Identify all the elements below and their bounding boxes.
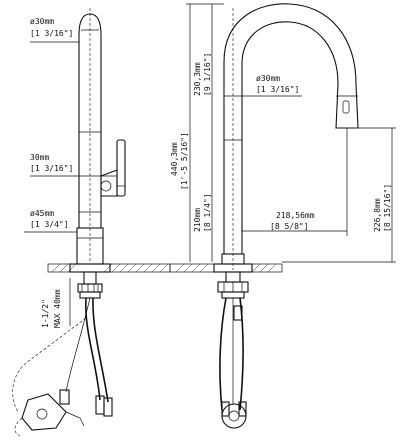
right-nut-2 — [221, 291, 245, 299]
spout-height-mm: 230,3mm — [193, 62, 202, 96]
total-height-mm: 440,3mm — [170, 142, 179, 176]
spray-head — [335, 83, 359, 129]
dim-spout-diameter: ø30mm [1 3/16"] — [224, 74, 302, 97]
right-weight-bolt — [228, 410, 240, 422]
left-handle-lever — [116, 139, 126, 197]
spray-button — [342, 100, 350, 114]
dim-clearance: 226,8mm [8 15/16"] — [282, 127, 396, 263]
left-dia-top-mm: ø30mm — [30, 17, 54, 26]
left-handle-mm: 30mm — [30, 153, 49, 162]
right-hose-end-1 — [221, 401, 230, 417]
left-hose-weight — [21, 393, 67, 431]
spout-height-in: [9 1/16"] — [203, 53, 212, 96]
spout-dia-in: [1 3/16"] — [256, 85, 299, 94]
dim-left-handle: 30mm [1 3/16"] — [30, 153, 117, 177]
right-hose-end-2 — [238, 401, 247, 417]
left-hose-tail — [65, 411, 85, 427]
left-mounting — [69, 263, 111, 299]
left-hose-3 — [65, 297, 91, 393]
left-dia-top-in: [1 3/16"] — [30, 29, 73, 38]
left-pulldown-loop — [12, 317, 87, 413]
dim-body-height: 210mm [8 1/4"] — [193, 140, 213, 262]
left-base-mm: ø45mm — [30, 209, 54, 218]
left-shank — [83, 271, 97, 285]
dim-left-top-diameter: ø30mm [1 3/16"] — [30, 17, 80, 46]
left-hose-1 — [84, 297, 101, 401]
left-nut-1 — [77, 283, 103, 293]
body-height-in: [8 1/4"] — [203, 193, 212, 232]
spout-dia-mm: ø30mm — [256, 74, 280, 83]
spout-inner — [241, 21, 339, 254]
left-deck-slab — [47, 263, 171, 273]
right-mounting — [213, 263, 253, 299]
left-handle-in: [1 3/16"] — [30, 164, 73, 173]
left-hole-in: 1-1/2" — [41, 299, 50, 328]
left-base-in: [1 3/4"] — [30, 220, 69, 229]
left-side-view: ø30mm [1 3/16"] 30mm [1 3/16"] ø45mm [1 … — [12, 8, 171, 437]
spout-outer — [223, 3, 357, 254]
right-shank — [225, 271, 241, 283]
left-deck — [47, 263, 171, 273]
right-deck — [169, 263, 283, 273]
right-hose-fitting — [233, 305, 243, 321]
left-body-outline — [78, 13, 102, 229]
dim-spout-height: 230,3mm [9 1/16"] — [193, 4, 213, 140]
right-hose-2 — [239, 297, 244, 411]
dim-left-base: ø45mm [1 3/4"] — [24, 209, 77, 233]
left-hose-fitting-2 — [103, 397, 113, 417]
left-weight-bolt — [36, 408, 48, 420]
reach-in: [8 5/8"] — [270, 222, 309, 231]
right-deck-slab — [169, 263, 283, 273]
reach-mm: 218,56mm — [276, 211, 315, 220]
dim-reach: 218,56mm [8 5/8"] — [242, 128, 348, 236]
dim-total-height: 440,3mm [1'-5 5/16"] — [170, 3, 224, 262]
left-handle — [100, 139, 126, 197]
left-hole-max: MAX 40mm — [53, 289, 62, 328]
right-hoses — [219, 297, 247, 429]
left-loop-end — [14, 417, 23, 437]
right-front-view: 440,3mm [1'-5 5/16"] 230,3mm [9 1/16"] 2… — [169, 3, 396, 429]
body-height-mm: 210mm — [193, 208, 202, 232]
left-deck-flange — [69, 263, 111, 273]
right-hose-1 — [219, 297, 227, 411]
clearance-in: [8 15/16"] — [383, 184, 392, 232]
total-height-in: [1'-5 5/16"] — [180, 132, 189, 190]
dim-left-hole: 1-1/2" MAX 40mm — [41, 278, 71, 328]
left-hoses — [12, 297, 113, 437]
left-handle-pivot — [100, 180, 112, 192]
left-nut-2 — [79, 291, 101, 299]
left-hose-fitting-3 — [59, 389, 70, 405]
left-handle-arm — [100, 169, 118, 197]
clearance-mm: 226,8mm — [373, 198, 382, 232]
left-hose-2 — [92, 297, 109, 403]
